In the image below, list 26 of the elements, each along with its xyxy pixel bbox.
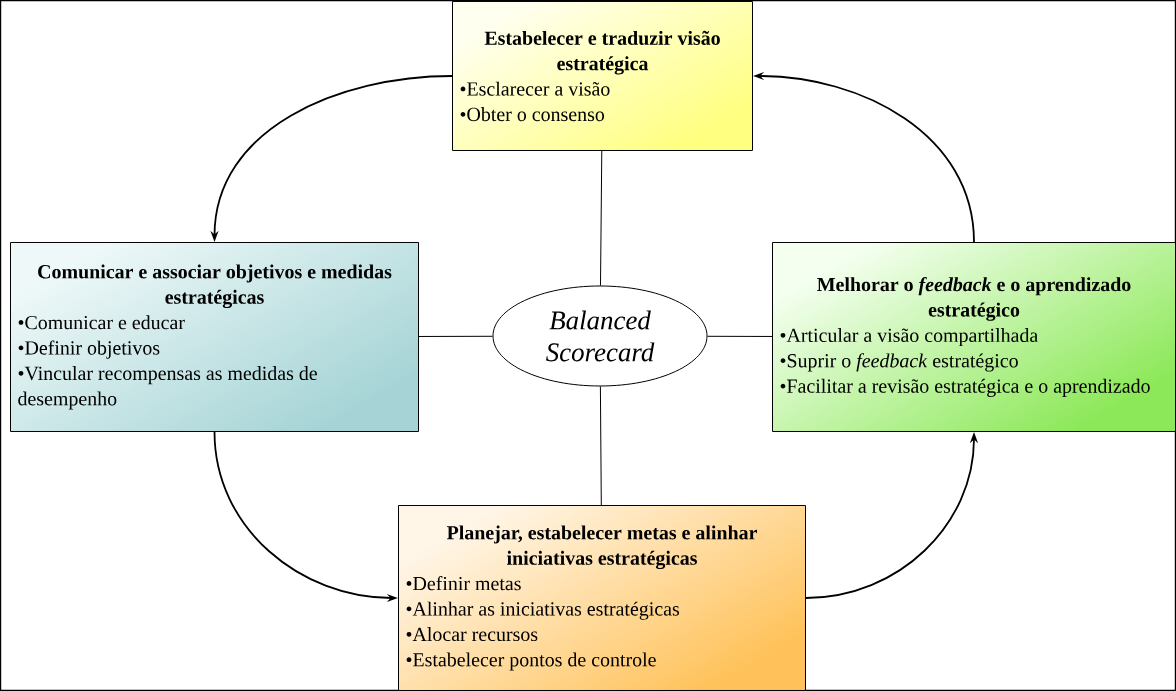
box-heading: Planejar, estabelecer metas e alinhar iniciativas estratégicas (446, 525, 757, 570)
box-heading: Melhorar o feedback e o aprendizado estratégico (817, 277, 1131, 321)
central-ellipse (492, 285, 708, 387)
bullet-item: •Comunicar e educar (18, 315, 185, 330)
process-box (398, 505, 806, 691)
process-box (452, 1, 753, 151)
bullet-item: •Alinhar as iniciativas estratégicas (406, 601, 680, 620)
bullet-item: •Definir objetivos (18, 340, 160, 359)
connector-line (707, 335, 773, 337)
bullet-item: •Suprir o feedback estratégico (780, 353, 1018, 372)
bullet-item: •Estabelecer pontos de controle (406, 652, 656, 671)
box-heading: Comunicar e associar objetivos e medidas estratégicas (38, 264, 392, 309)
box-heading: Estabelecer e traduzir visão estratégica (484, 30, 720, 75)
process-box (772, 242, 1176, 432)
bullet-item: •Alocar recursos (406, 627, 538, 642)
bullet-item: •Articular a visão compartilhada (780, 328, 1038, 347)
bullet-item: •Definir metas (406, 576, 521, 591)
process-box (10, 242, 419, 432)
bullet-item: •Facilitar a revisão estratégica e o aprendizado (780, 378, 1150, 397)
connector-line (600, 150, 603, 286)
bullet-item: •Esclarecer a visão (460, 81, 610, 96)
connector-line (599, 386, 602, 506)
bullet-item: •Obter o consenso (460, 107, 605, 122)
center-label: Balanced Scorecard (546, 310, 655, 362)
bullet-item: •Vincular recompensas as medidas de desempenho (18, 366, 317, 410)
connector-line (418, 335, 493, 337)
